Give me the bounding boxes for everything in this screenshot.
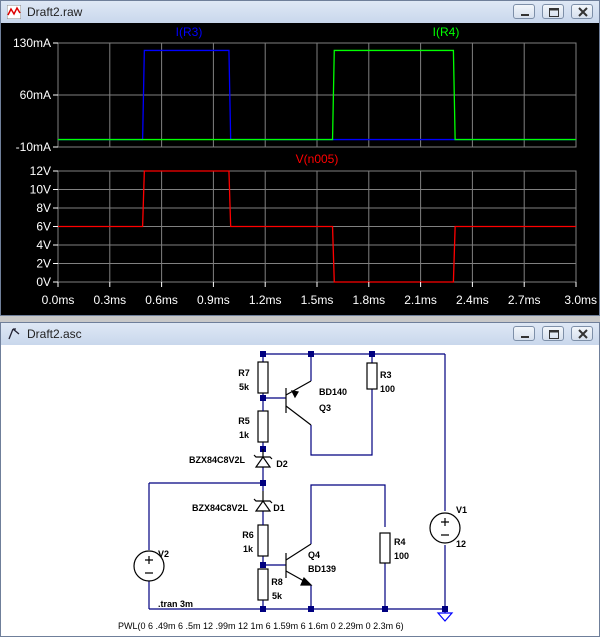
time-axis-ticks: 0.0ms 0.3ms 0.6ms 0.9ms 1.2ms 1.5ms 1.8ms 2.1ms… bbox=[42, 282, 597, 307]
label-r8-value: 5k bbox=[272, 591, 283, 601]
label-d2-value: BZX84C8V2L bbox=[189, 455, 246, 465]
y-tick-label: 4V bbox=[36, 238, 51, 252]
label-r7-value: 5k bbox=[239, 382, 250, 392]
minimize-button[interactable] bbox=[513, 4, 535, 19]
transistor-q3[interactable] bbox=[285, 380, 312, 426]
label-v1-ref: V1 bbox=[456, 505, 467, 515]
voltage-sources bbox=[133, 512, 461, 582]
x-tick-label: 0.3ms bbox=[93, 293, 126, 307]
schematic-canvas[interactable]: R7 5k R5 1k BZX84C8V2L D2 BZX84C8V2L D1 … bbox=[1, 345, 599, 636]
maximize-button[interactable] bbox=[542, 326, 564, 341]
y-tick-label: 12V bbox=[30, 164, 51, 178]
label-r3-ref: R3 bbox=[380, 370, 392, 380]
x-tick-label: 0.0ms bbox=[42, 293, 75, 307]
trace-label-n005[interactable]: V(n005) bbox=[296, 152, 339, 166]
y-tick-label: 8V bbox=[36, 201, 51, 215]
x-tick-label: 1.8ms bbox=[352, 293, 385, 307]
x-tick-label: 2.1ms bbox=[404, 293, 437, 307]
resistor-r6[interactable] bbox=[257, 524, 269, 557]
schematic-background bbox=[1, 345, 599, 636]
voltage-pane-y-ticks: 12V 10V 8V 6V 4V 2V 0V bbox=[30, 164, 58, 289]
label-d1-value: BZX84C8V2L bbox=[192, 503, 249, 513]
minimize-icon bbox=[521, 336, 529, 338]
trace-label-r3[interactable]: I(R3) bbox=[176, 25, 203, 39]
label-q4-ref: Q4 bbox=[308, 550, 320, 560]
label-q3-value: BD140 bbox=[319, 387, 347, 397]
label-q3-ref: Q3 bbox=[319, 403, 331, 413]
zener-d2[interactable] bbox=[253, 449, 273, 468]
plot-window-title: Draft2.raw bbox=[27, 5, 83, 19]
source-v2[interactable] bbox=[133, 550, 165, 582]
trace-n005[interactable] bbox=[58, 170, 576, 283]
minimize-icon bbox=[521, 14, 529, 16]
transistor-symbols bbox=[285, 380, 313, 586]
label-q4-value: BD139 bbox=[308, 564, 336, 574]
close-button[interactable] bbox=[571, 4, 593, 19]
schematic-window: Draft2.asc bbox=[0, 322, 600, 637]
label-v2-value: PWL(0 6 .49m 6 .5m 12 .99m 12 1m 6 1.59m… bbox=[118, 621, 404, 631]
maximize-button[interactable] bbox=[542, 4, 564, 19]
x-tick-label: 1.5ms bbox=[301, 293, 334, 307]
label-v2-ref: V2 bbox=[158, 549, 169, 559]
waveform-plot[interactable]: 130mA 60mA -10mA I(R3) I(R4) 12V 10V 8V 6V 4V 2… bbox=[1, 23, 599, 315]
resistor-symbols bbox=[257, 361, 391, 601]
y-tick-label: 60mA bbox=[20, 88, 51, 102]
label-r4-value: 100 bbox=[394, 551, 409, 561]
schematic-window-title: Draft2.asc bbox=[27, 327, 82, 341]
schematic-icon bbox=[8, 328, 20, 340]
label-r8-ref: R8 bbox=[271, 577, 283, 587]
label-d1-ref: D1 bbox=[273, 503, 285, 513]
label-d2-ref: D2 bbox=[276, 459, 288, 469]
source-v1[interactable] bbox=[429, 512, 461, 544]
spice-directive[interactable]: .tran 3m bbox=[158, 599, 193, 609]
trace-label-r4[interactable]: I(R4) bbox=[433, 25, 460, 39]
current-pane-y-ticks: 130mA 60mA -10mA bbox=[13, 36, 58, 154]
close-icon bbox=[578, 7, 588, 17]
resistor-r7[interactable] bbox=[257, 361, 269, 394]
zener-d1[interactable] bbox=[253, 491, 273, 512]
y-tick-label: 6V bbox=[36, 220, 51, 234]
y-tick-label: 0V bbox=[36, 275, 51, 289]
minimize-button[interactable] bbox=[513, 326, 535, 341]
plot-background bbox=[1, 23, 599, 315]
current-pane-traces bbox=[58, 49, 576, 141]
y-tick-label: 2V bbox=[36, 257, 51, 271]
waveform-icon bbox=[7, 5, 21, 19]
label-r6-ref: R6 bbox=[242, 530, 254, 540]
x-tick-label: 0.6ms bbox=[145, 293, 178, 307]
close-icon bbox=[578, 329, 588, 339]
schematic-window-titlebar[interactable]: Draft2.asc bbox=[1, 323, 599, 346]
maximize-icon bbox=[549, 330, 559, 339]
label-r5-value: 1k bbox=[239, 430, 250, 440]
x-tick-label: 2.4ms bbox=[456, 293, 489, 307]
voltage-pane-traces bbox=[58, 170, 576, 283]
label-r7-ref: R7 bbox=[238, 368, 250, 378]
zener-symbols bbox=[253, 449, 273, 512]
label-r6-value: 1k bbox=[243, 544, 254, 554]
plot-window-titlebar[interactable]: Draft2.raw bbox=[1, 1, 599, 24]
y-tick-label: 10V bbox=[30, 183, 51, 197]
x-tick-label: 1.2ms bbox=[249, 293, 282, 307]
label-v1-value: 12 bbox=[456, 539, 466, 549]
close-button[interactable] bbox=[571, 326, 593, 341]
resistor-r4[interactable] bbox=[379, 532, 391, 564]
y-tick-label: 130mA bbox=[13, 36, 51, 50]
x-tick-label: 0.9ms bbox=[197, 293, 230, 307]
label-r3-value: 100 bbox=[380, 384, 395, 394]
ground-icon[interactable] bbox=[436, 612, 454, 622]
label-r4-ref: R4 bbox=[394, 537, 406, 547]
y-tick-label: -10mA bbox=[16, 140, 51, 154]
x-tick-label: 3.0ms bbox=[564, 293, 597, 307]
trace-r4[interactable] bbox=[58, 49, 576, 141]
resistor-r3[interactable] bbox=[366, 362, 378, 390]
plot-window: Draft2.raw 130mA 60mA -10mA I(R3) I(R4) 12… bbox=[0, 0, 600, 316]
transistor-q4[interactable] bbox=[285, 543, 313, 586]
current-pane-grid bbox=[57, 42, 577, 148]
resistor-r8[interactable] bbox=[257, 568, 269, 601]
maximize-icon bbox=[549, 8, 559, 17]
label-r5-ref: R5 bbox=[238, 416, 250, 426]
x-tick-label: 2.7ms bbox=[508, 293, 541, 307]
resistor-r5[interactable] bbox=[257, 410, 269, 443]
wires bbox=[148, 353, 446, 613]
